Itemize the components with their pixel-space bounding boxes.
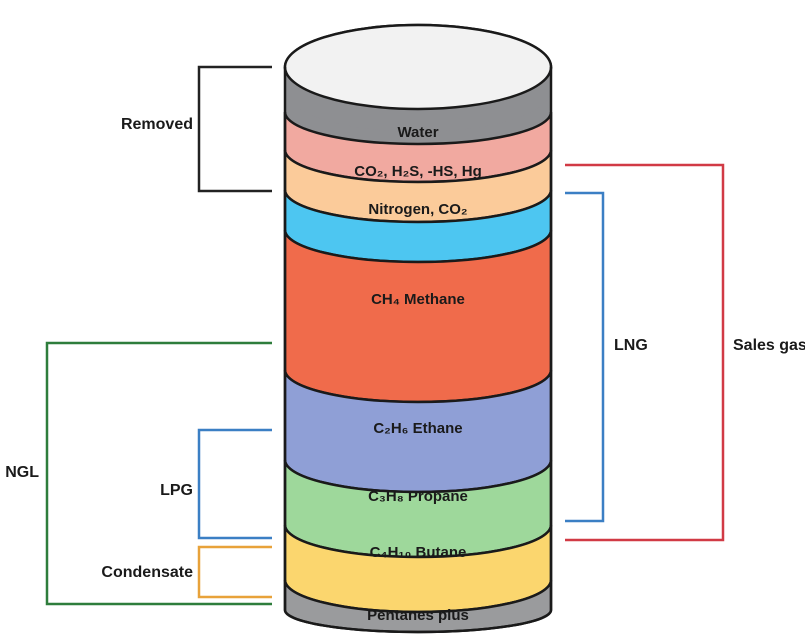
sales-gas-label: Sales gas — [733, 337, 805, 354]
condensate-label: Condensate — [101, 564, 193, 581]
cylinder-top-surface — [283, 23, 553, 111]
layer-label-methane: CH₄ Methane — [371, 291, 465, 308]
layer-label-butane: C₄H₁₀ Butane — [370, 544, 467, 561]
lng-bracket — [565, 191, 605, 523]
layer-label-pentanes: Pentanes plus — [367, 607, 469, 624]
layer-label-water: Water — [397, 124, 438, 141]
layer-label-acid-gases: CO₂, H₂S, -HS, Hg — [354, 163, 482, 180]
removed-bracket — [197, 65, 272, 193]
gas-cylinder — [283, 23, 553, 634]
condensate-bracket — [197, 545, 272, 599]
ngl-bracket — [45, 341, 272, 606]
lng-label: LNG — [614, 337, 648, 354]
cylinder-top-rim — [285, 67, 551, 132]
ngl-label: NGL — [5, 464, 39, 481]
removed-label: Removed — [121, 116, 193, 133]
layer-label-propane: C₃H₈ Propane — [368, 488, 468, 505]
lpg-label: LPG — [160, 482, 193, 499]
sales-gas-bracket — [565, 163, 725, 542]
cylinder-bottom — [283, 609, 553, 634]
layer-label-nitrogen: Nitrogen, CO₂ — [368, 201, 467, 218]
layer-label-ethane: C₂H₆ Ethane — [373, 420, 462, 437]
lpg-bracket — [197, 428, 272, 540]
